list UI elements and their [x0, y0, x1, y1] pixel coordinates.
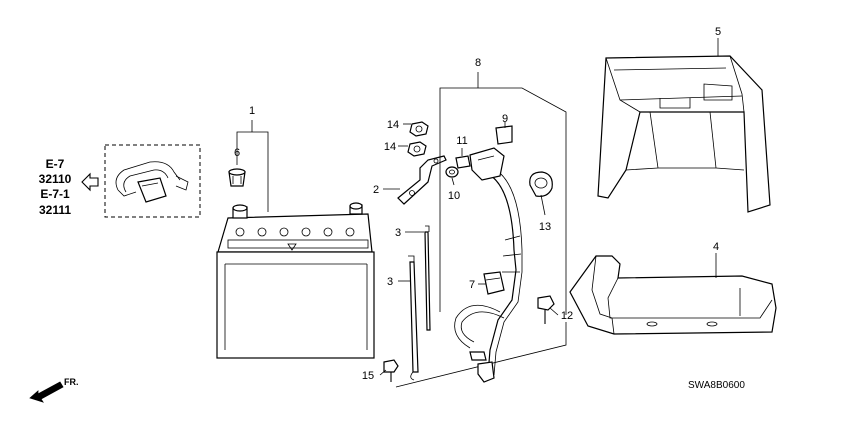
battery-tray — [569, 255, 777, 335]
reference-arrow-icon — [81, 172, 99, 192]
callout-15[interactable]: 15 — [362, 370, 374, 382]
callout-3-upper[interactable]: 3 — [395, 227, 401, 239]
reference-32110[interactable]: 32110 — [39, 172, 72, 186]
callout-14-upper[interactable]: 14 — [387, 119, 399, 131]
callout-12[interactable]: 12 — [561, 310, 573, 322]
callout-5[interactable]: 5 — [715, 26, 721, 38]
reference-block: E-7 32110 E-7-1 32111 — [39, 157, 99, 217]
diagram-code: SWA8B0600 — [688, 380, 745, 391]
nut-lower — [407, 141, 427, 157]
callout-4[interactable]: 4 — [713, 241, 719, 253]
callout-9[interactable]: 9 — [502, 113, 508, 125]
callout-14-lower[interactable]: 14 — [384, 141, 396, 153]
callout-3-lower[interactable]: 3 — [387, 276, 393, 288]
washer-10 — [445, 166, 459, 178]
connector-inset — [104, 144, 201, 218]
callouts: 1 2 3 3 4 5 6 7 8 9 10 11 12 13 14 14 15 — [234, 26, 721, 382]
reference-32111[interactable]: 32111 — [39, 203, 71, 217]
clip-9 — [495, 125, 513, 145]
reference-e7[interactable]: E-7 — [46, 157, 65, 171]
callout-7[interactable]: 7 — [469, 279, 475, 291]
front-indicator: FR. — [29, 377, 79, 403]
bolt-12 — [537, 295, 555, 324]
terminal-clamp — [469, 147, 505, 181]
leader-lines — [379, 38, 719, 376]
front-label: FR. — [64, 377, 79, 387]
harness-clip — [483, 271, 505, 295]
front-arrow-icon — [29, 381, 64, 403]
bolt-lower — [383, 359, 399, 382]
callout-11[interactable]: 11 — [456, 135, 467, 147]
reference-e7-1[interactable]: E-7-1 — [40, 187, 70, 201]
battery-box-upper — [597, 55, 771, 213]
callout-6[interactable]: 6 — [234, 147, 240, 159]
terminal-bolt — [455, 155, 471, 169]
nut-upper — [409, 121, 429, 137]
cable-harness — [454, 169, 523, 383]
callout-8[interactable]: 8 — [475, 57, 481, 69]
hold-down-bracket — [397, 155, 447, 205]
callout-13[interactable]: 13 — [539, 221, 551, 233]
hold-down-rods — [408, 225, 431, 381]
battery — [216, 202, 375, 359]
callout-2[interactable]: 2 — [373, 184, 379, 196]
grommet — [529, 171, 553, 197]
callout-10[interactable]: 10 — [448, 190, 460, 202]
leader-1 — [236, 120, 269, 212]
callout-1[interactable]: 1 — [249, 105, 255, 117]
cable-frame — [395, 72, 567, 388]
terminal-cap — [228, 168, 246, 187]
